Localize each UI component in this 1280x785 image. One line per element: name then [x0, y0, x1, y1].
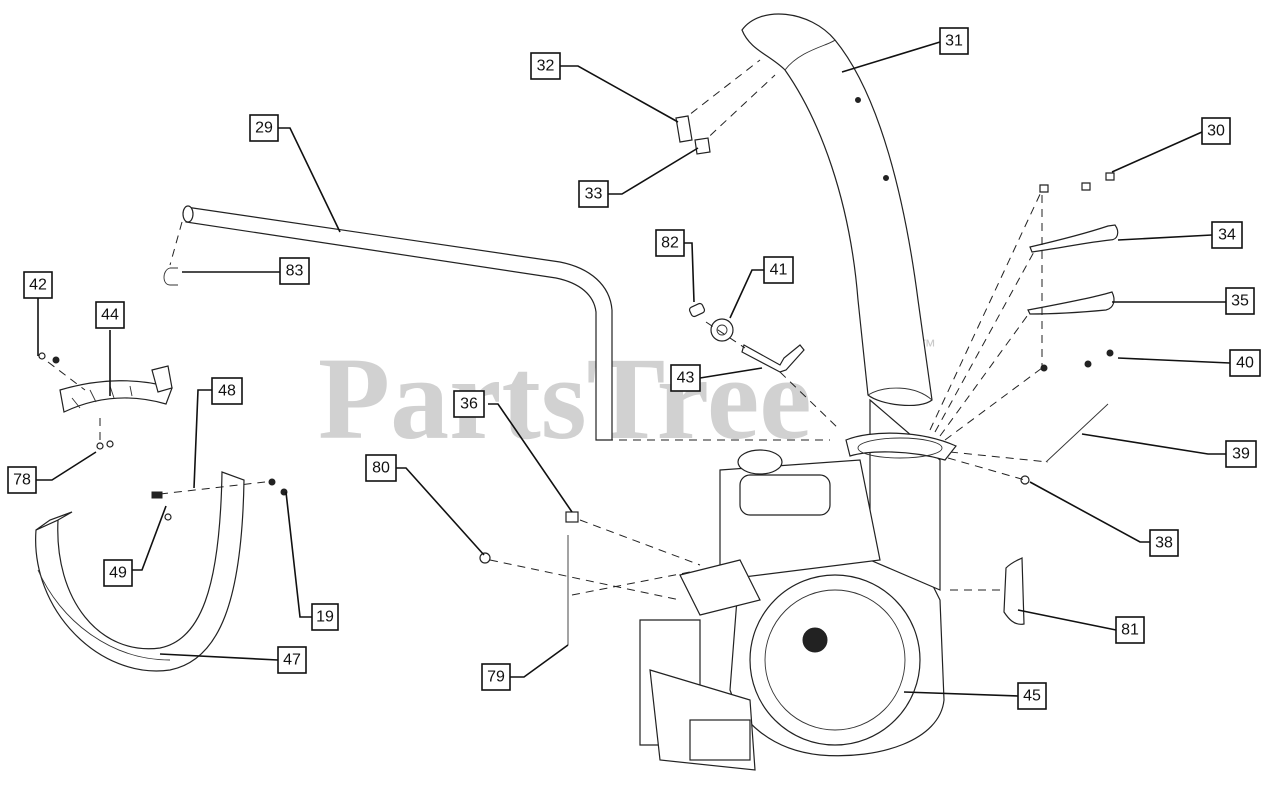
- housing-band: [35, 471, 245, 672]
- svg-text:81: 81: [1121, 622, 1139, 639]
- svg-text:45: 45: [1023, 688, 1041, 705]
- svg-text:39: 39: [1232, 446, 1250, 463]
- callout-82[interactable]: 82: [655, 229, 685, 257]
- svg-text:80: 80: [372, 460, 390, 477]
- svg-text:32: 32: [537, 58, 555, 75]
- svg-text:29: 29: [255, 120, 273, 137]
- callout-47[interactable]: 47: [277, 646, 307, 674]
- rod: [1045, 403, 1109, 463]
- fitting: [479, 552, 491, 564]
- svg-text:47: 47: [283, 652, 301, 669]
- svg-text:79: 79: [487, 669, 505, 686]
- callout-81[interactable]: 81: [1115, 616, 1145, 644]
- side-shield: [59, 365, 173, 413]
- svg-text:49: 49: [109, 565, 127, 582]
- svg-text:35: 35: [1231, 293, 1249, 310]
- svg-text:44: 44: [101, 307, 119, 324]
- callout-36[interactable]: 36: [453, 390, 485, 418]
- crank-assembly: [688, 302, 805, 373]
- svg-text:19: 19: [316, 609, 334, 626]
- grommet: [565, 511, 579, 523]
- callout-leaders: [36, 41, 1231, 697]
- callout-29[interactable]: 29: [249, 114, 279, 142]
- deflector-clip: [675, 115, 693, 143]
- svg-text:38: 38: [1155, 535, 1173, 552]
- small-pin: [1020, 475, 1030, 485]
- svg-text:48: 48: [218, 383, 236, 400]
- svg-text:33: 33: [585, 186, 603, 203]
- flange-bolts: [1039, 172, 1115, 193]
- flange-clamp-upper: [1029, 224, 1119, 253]
- engine: [679, 449, 881, 616]
- callout-79[interactable]: 79: [481, 663, 511, 691]
- frame-base: [639, 619, 756, 771]
- blower-housing: [729, 398, 957, 757]
- callout-35[interactable]: 35: [1225, 287, 1255, 315]
- callout-33[interactable]: 33: [578, 180, 609, 208]
- callout-83[interactable]: 83: [279, 257, 310, 285]
- discharge-chute: [741, 13, 933, 406]
- callout-41[interactable]: 41: [763, 256, 794, 284]
- callout-32[interactable]: 32: [530, 52, 561, 80]
- svg-text:36: 36: [460, 396, 478, 413]
- svg-text:42: 42: [29, 277, 47, 294]
- callout-44[interactable]: 44: [95, 301, 125, 329]
- flange-clamp-lower: [1027, 291, 1115, 315]
- callout-43[interactable]: 43: [670, 364, 701, 392]
- shield-fasteners: [38, 352, 114, 450]
- callout-78[interactable]: 78: [7, 466, 37, 494]
- callout-30[interactable]: 30: [1201, 117, 1231, 145]
- band-hardware: [151, 478, 288, 521]
- callout-40[interactable]: 40: [1229, 349, 1261, 377]
- flange-nuts: [1040, 349, 1114, 372]
- callout-38[interactable]: 38: [1149, 529, 1179, 557]
- svg-text:41: 41: [770, 262, 788, 279]
- svg-text:43: 43: [677, 370, 695, 387]
- callout-39[interactable]: 39: [1225, 440, 1257, 468]
- clip-plate: [694, 137, 711, 155]
- callout-34[interactable]: 34: [1211, 221, 1243, 249]
- engine-gasket: [1003, 557, 1025, 625]
- svg-text:40: 40: [1236, 355, 1254, 372]
- svg-text:83: 83: [286, 263, 304, 280]
- j-hook: [163, 267, 178, 286]
- watermark-text: PartsTree: [318, 333, 812, 464]
- svg-text:31: 31: [945, 33, 963, 50]
- callout-42[interactable]: 42: [23, 271, 53, 299]
- svg-text:34: 34: [1218, 227, 1236, 244]
- svg-text:78: 78: [13, 472, 31, 489]
- svg-text:30: 30: [1207, 123, 1225, 140]
- callout-31[interactable]: 31: [939, 27, 969, 55]
- callout-80[interactable]: 80: [365, 454, 397, 482]
- callout-49[interactable]: 49: [103, 559, 133, 587]
- callout-48[interactable]: 48: [211, 377, 243, 405]
- svg-text:82: 82: [661, 235, 679, 252]
- callout-45[interactable]: 45: [1017, 682, 1047, 710]
- callout-19[interactable]: 19: [311, 603, 339, 631]
